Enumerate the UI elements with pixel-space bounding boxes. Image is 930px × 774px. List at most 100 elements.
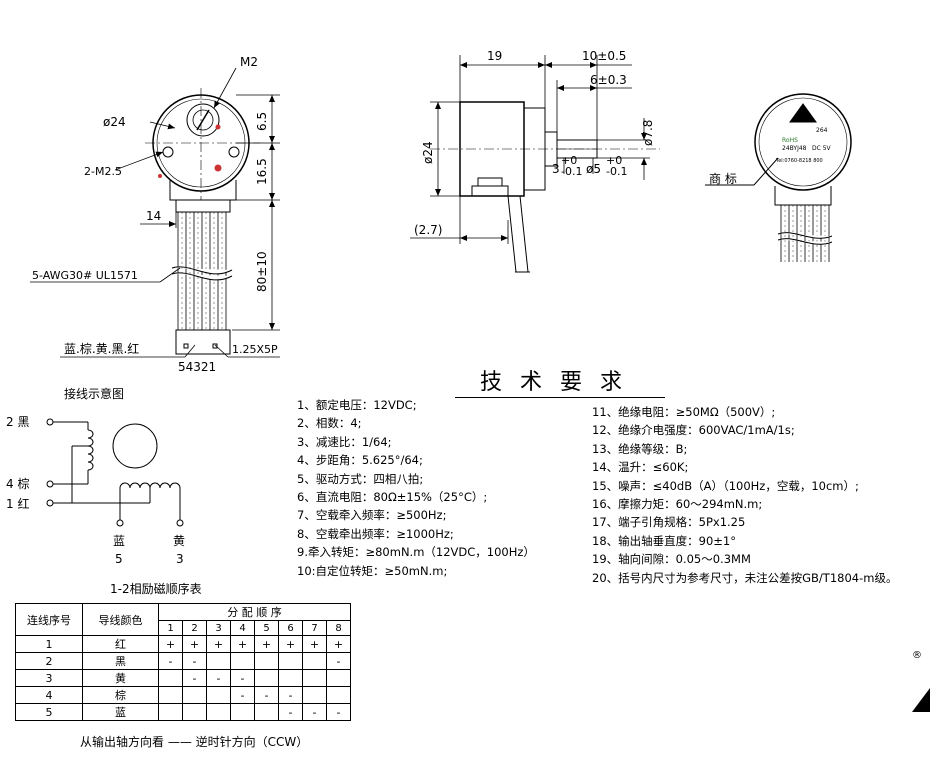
dim-16-5: 16.5 <box>255 158 269 185</box>
step-cell <box>158 669 183 687</box>
spec-item: 12、绝缘介电强度：600VAC/1mA/1s; <box>592 423 795 438</box>
trademark-tel: Tel:0760-8218 800 <box>775 158 823 164</box>
step-cell <box>302 652 327 670</box>
step-cell <box>206 686 231 704</box>
step-cell: + <box>254 635 279 653</box>
step-cell <box>182 703 207 721</box>
step-cell <box>254 669 279 687</box>
spec-item: 14、温升：≤60K; <box>592 460 689 475</box>
dim-19: 19 <box>487 49 502 63</box>
spec-list-left: 1、额定电压：12VDC;2、相数：4;3、减速比：1/64;4、步距角：5.6… <box>297 396 535 580</box>
step-cell: - <box>278 686 303 704</box>
wiring-diagram <box>46 418 184 527</box>
spec-item: 7、空载牵入频率：≥500Hz; <box>297 508 447 523</box>
dim-6: 6±0.3 <box>590 73 627 87</box>
rohs-label: RoHS <box>782 137 798 144</box>
step-cell: - <box>230 686 255 704</box>
sequence-footer: 从输出轴方向看 —— 逆时针方向（CCW） <box>80 735 309 749</box>
wire-color-label: 蓝.棕.黄.黑.红 <box>64 341 139 356</box>
step-cell <box>158 686 183 704</box>
wire-5-name: 蓝 <box>113 534 125 548</box>
col-seq-header: 连线序号 <box>15 603 83 636</box>
step-header: 4 <box>230 620 255 636</box>
step-header: 3 <box>206 620 231 636</box>
step-cell <box>230 652 255 670</box>
step-cell <box>326 686 351 704</box>
step-cell <box>206 652 231 670</box>
row-wire-color: 红 <box>82 635 159 653</box>
step-cell <box>158 703 183 721</box>
spec-item: 4、步距角：5.625°/64; <box>297 453 423 468</box>
tol-3-up: +0 <box>561 154 577 167</box>
spec-item: 3、减速比：1/64; <box>297 434 392 449</box>
step-cell: - <box>278 703 303 721</box>
row-wire-color: 棕 <box>82 686 159 704</box>
dia-24: ø24 <box>421 141 435 164</box>
step-cell: - <box>326 652 351 670</box>
sequence-caption: 1-2相励磁顺序表 <box>110 582 202 596</box>
wire-spec-label: 5-AWG30# UL1571 <box>32 269 138 282</box>
step-cell <box>254 652 279 670</box>
step-cell: - <box>254 686 279 704</box>
dim-14: 14 <box>146 209 161 223</box>
wire-2-label: 2 黑 <box>6 415 29 429</box>
spec-item: 20、括号内尺寸为参考尺寸，未注公差按GB/T1804-m级。 <box>592 570 898 585</box>
wire-4-label: 4 棕 <box>6 476 29 491</box>
col-order-header: 分 配 顺 序 <box>158 603 351 621</box>
step-header: 6 <box>278 620 303 636</box>
dim-5: ø5 <box>586 162 601 176</box>
dim-6-5: 6.5 <box>255 112 269 131</box>
dim-10: 10±0.5 <box>582 49 626 63</box>
step-cell: + <box>230 635 255 653</box>
step-header: 5 <box>254 620 279 636</box>
spec-item: 18、输出轴垂直度：90±1° <box>592 533 736 548</box>
step-cell <box>182 686 207 704</box>
row-wire-color: 黑 <box>82 652 159 670</box>
step-cell: + <box>326 635 351 653</box>
row-seq-no: 1 <box>15 635 83 653</box>
step-cell <box>254 703 279 721</box>
spec-item: 15、噪声：≤40dB（A）（100Hz，空载，10cm）; <box>592 478 859 493</box>
step-cell <box>326 669 351 687</box>
tol-3-dn: -0.1 <box>561 165 582 178</box>
trademark-model: 24BYJ48 <box>782 145 807 152</box>
trademark-label: 商 标 <box>709 171 737 186</box>
spec-item: 1、额定电压：12VDC; <box>297 398 417 412</box>
trademark-code: 264 <box>816 127 828 134</box>
trademark-view <box>705 93 852 262</box>
step-cell <box>230 703 255 721</box>
row-seq-no: 4 <box>15 686 83 704</box>
step-cell: + <box>278 635 303 653</box>
motor-side-view <box>430 101 660 273</box>
spec-item: 6、直流电阻：80Ω±15%（25°C）; <box>297 490 488 505</box>
logo-mark <box>912 688 930 712</box>
row-wire-color: 蓝 <box>82 703 159 721</box>
wire-3-name: 黄 <box>173 534 185 548</box>
spec-item: 5、驱动方式：四相八拍; <box>297 471 424 486</box>
pin-number-label: 54321 <box>178 360 216 374</box>
connector-label: 1.25X5P <box>232 343 278 356</box>
tol-5-dn: -0.1 <box>606 165 627 178</box>
step-cell <box>206 703 231 721</box>
spec-list-right: 11、绝缘电阻：≥50MΩ（500V）;12、绝缘介电强度：600VAC/1mA… <box>592 403 897 587</box>
front-view-dimensions <box>30 67 280 358</box>
wiring-title: 接线示意图 <box>64 386 124 401</box>
row-wire-color: 黄 <box>82 669 159 687</box>
step-cell: - <box>182 652 207 670</box>
step-header: 1 <box>158 620 183 636</box>
step-header: 2 <box>182 620 207 636</box>
step-cell <box>302 669 327 687</box>
side-view-dimensions <box>410 55 650 244</box>
step-cell <box>278 652 303 670</box>
dia24-label: ø24 <box>103 115 126 129</box>
step-cell: - <box>206 669 231 687</box>
step-cell: - <box>182 669 207 687</box>
spec-item: 8、空载牵出频率：≥1000Hz; <box>297 526 454 541</box>
m2-label: M2 <box>240 55 258 69</box>
col-color-header: 导线颜色 <box>82 603 159 636</box>
